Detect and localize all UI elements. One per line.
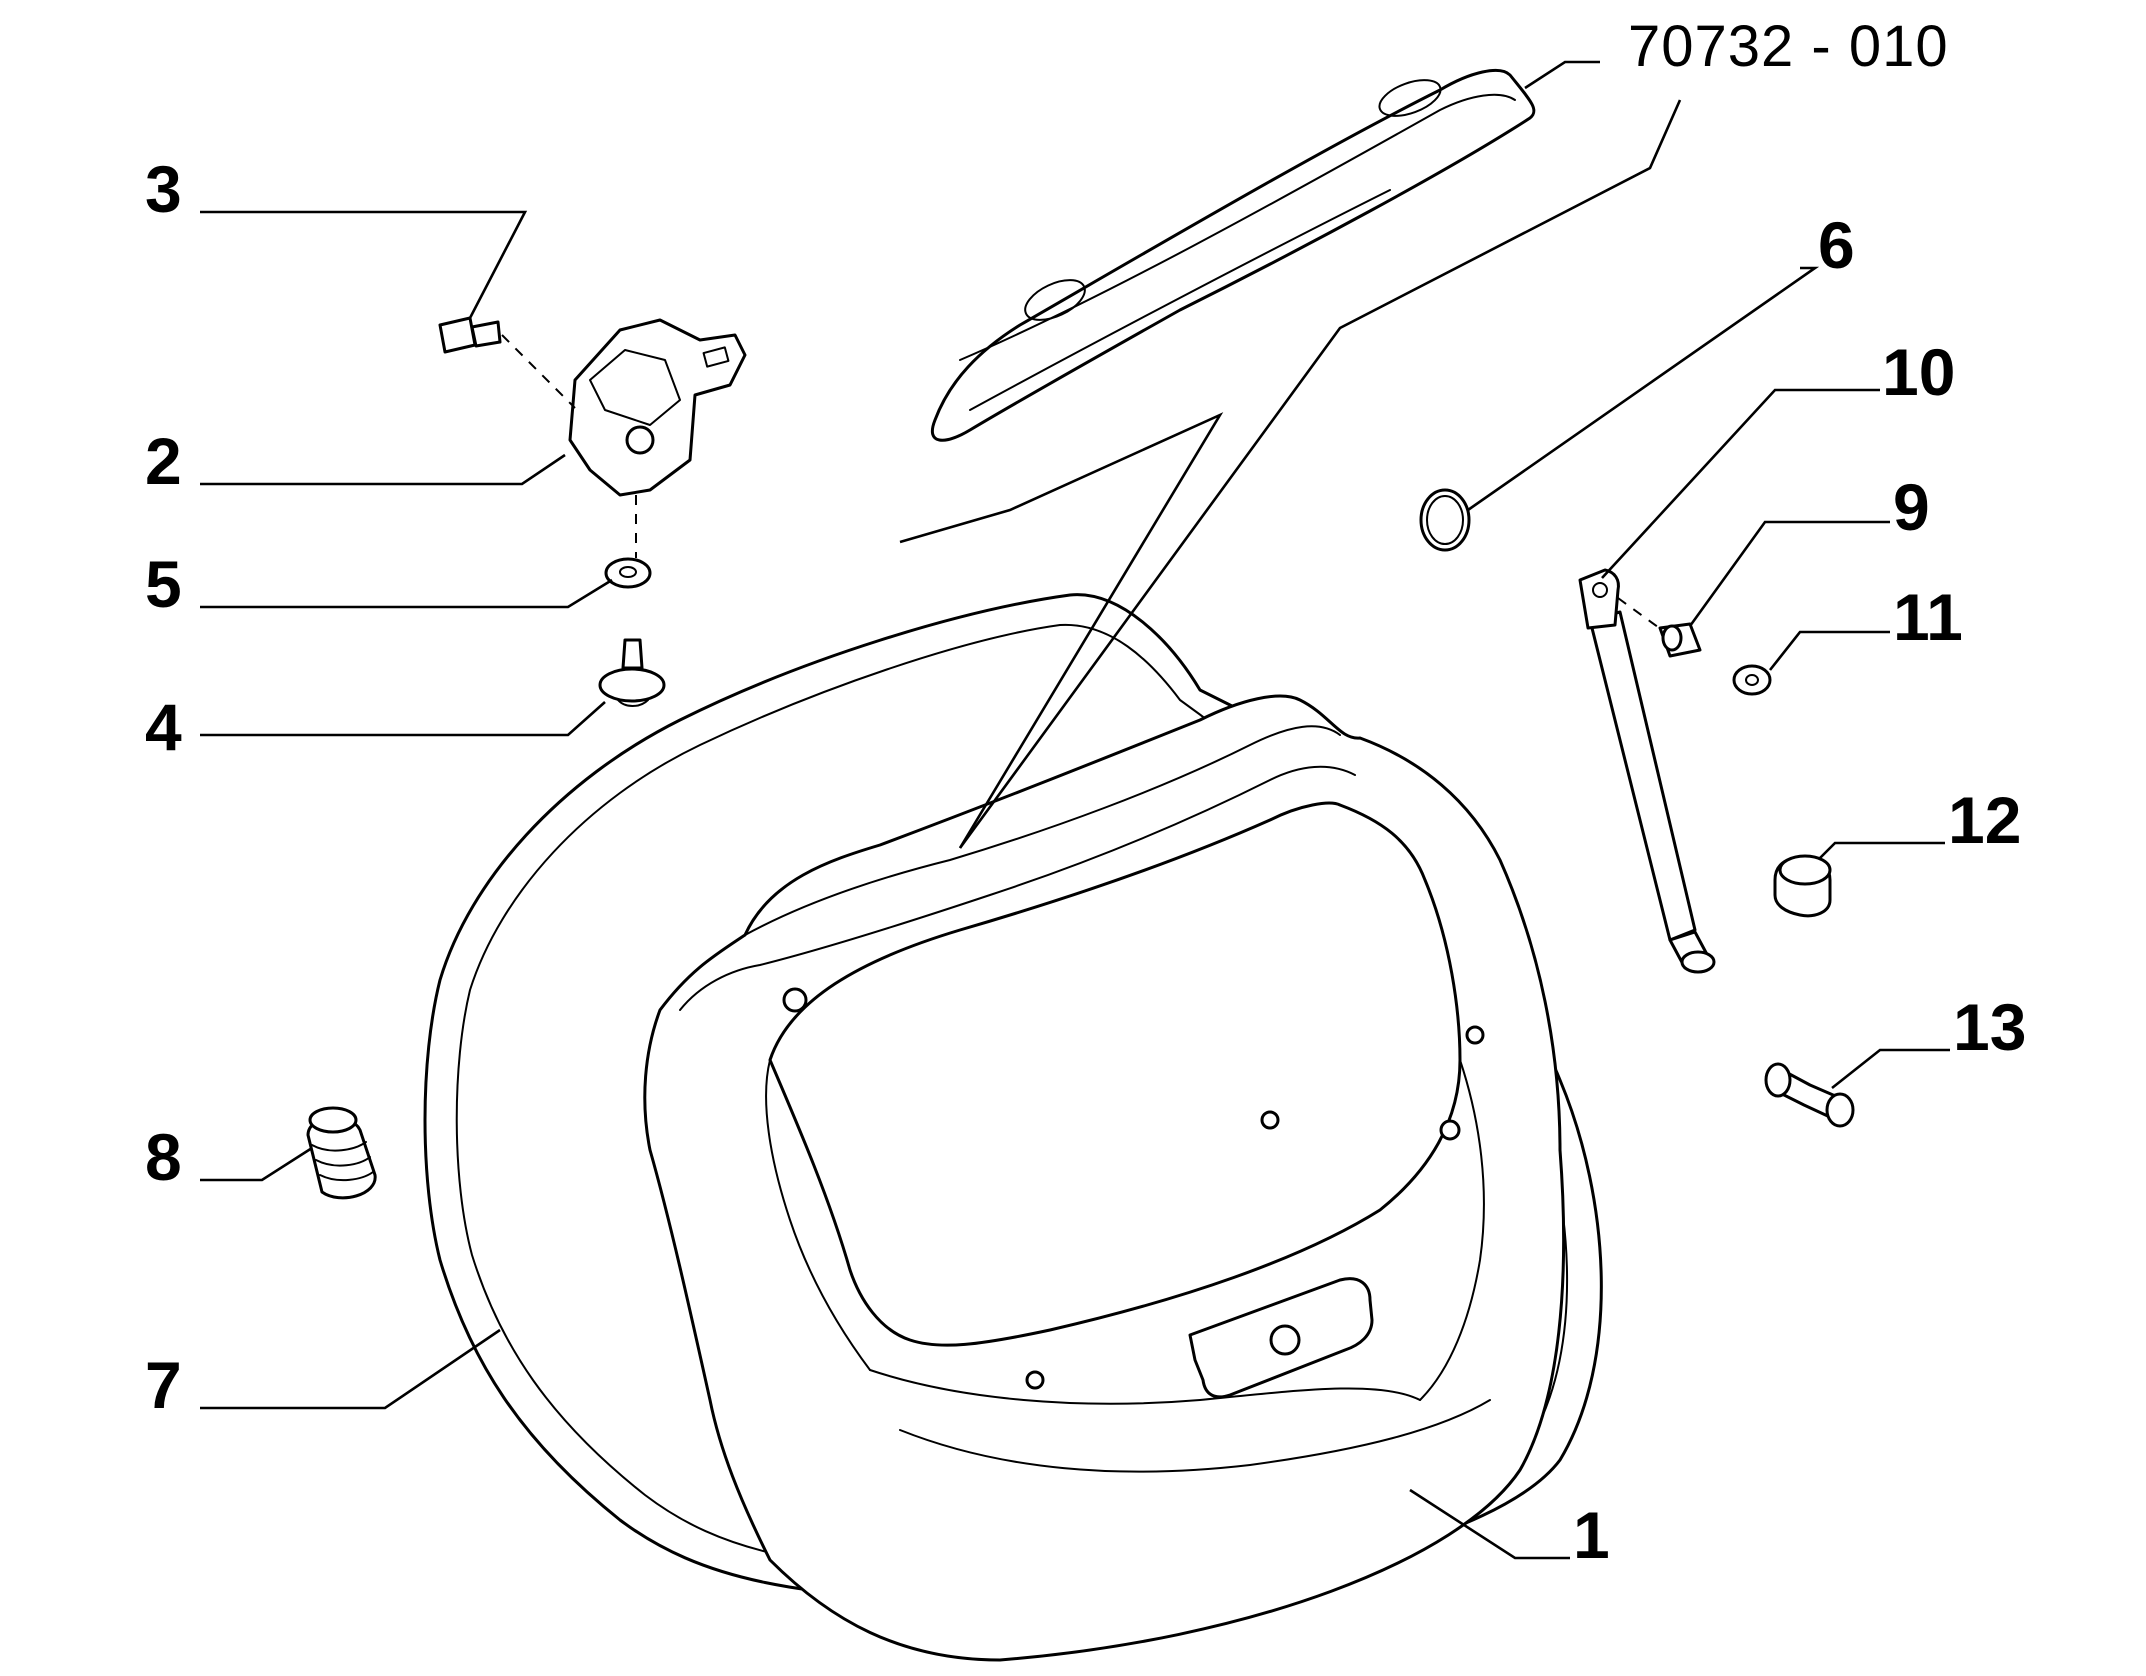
- callout-9: 9: [1893, 470, 1930, 544]
- bump-stop-part-8: [306, 1106, 377, 1200]
- bolt-part-3: [438, 316, 502, 354]
- leader-lines: [200, 60, 1950, 1560]
- washer-part-5: [604, 557, 652, 589]
- callout-1: 1: [1573, 1498, 1610, 1572]
- callout-12: 12: [1948, 783, 2021, 857]
- hinge-part-2: [568, 318, 747, 497]
- callout-6: 6: [1818, 208, 1855, 282]
- washer-part-11: [1732, 664, 1772, 696]
- tailgate-panel-part-1: [643, 694, 1566, 1662]
- callout-5: 5: [145, 547, 182, 621]
- callout-2: 2: [145, 424, 182, 498]
- callout-labels: 70732 - 010 3 2 5 4 8 7 1 6 10 9 11 12 1…: [145, 14, 2026, 1572]
- striker-pin-part-13: [1764, 1062, 1855, 1128]
- callout-7: 7: [145, 1348, 182, 1422]
- reference-code: 70732 - 010: [1628, 14, 1949, 79]
- stud-bolt-part-4: [598, 638, 666, 707]
- callout-13: 13: [1953, 990, 2026, 1064]
- grommet-part-6: [1419, 488, 1471, 552]
- assembly-axis-lines: [501, 334, 1663, 631]
- callout-4: 4: [145, 690, 182, 764]
- ball-stud-part-9: [1658, 622, 1702, 658]
- cap-part-12: [1773, 854, 1832, 918]
- callout-10: 10: [1882, 335, 1955, 409]
- rear-spoiler-part-70732: [931, 68, 1536, 442]
- callout-11: 11: [1893, 580, 1963, 654]
- gas-strut-part-10: [1578, 568, 1716, 974]
- callout-8: 8: [145, 1120, 182, 1194]
- callout-3: 3: [145, 152, 182, 226]
